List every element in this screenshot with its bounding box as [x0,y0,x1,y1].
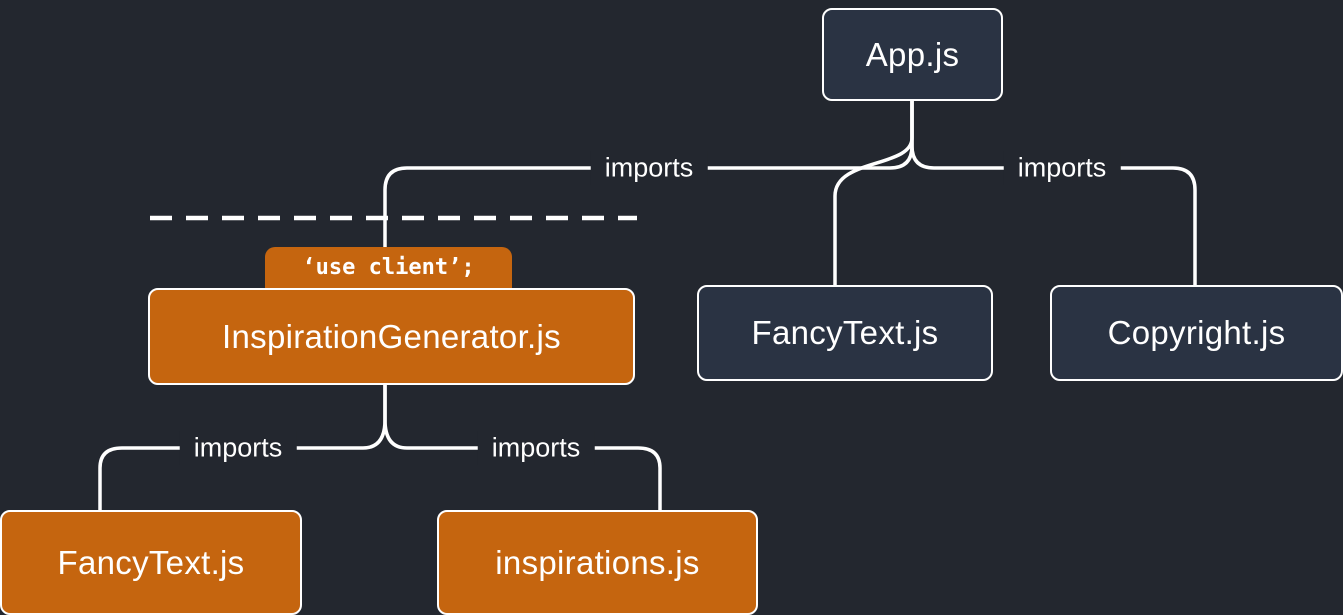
node-inspirationgenerator-js: InspirationGenerator.js [148,288,635,385]
node-fancytext-js-server: FancyText.js [697,285,993,381]
node-label: inspirations.js [495,543,700,581]
edge-label-imports: imports [1003,150,1121,186]
edge-label-imports: imports [477,430,595,466]
node-label: FancyText.js [751,314,939,351]
node-label: Copyright.js [1107,314,1286,351]
edge-label-imports: imports [590,150,708,186]
edge-label-imports: imports [179,430,297,466]
node-app-js: App.js [822,8,1003,101]
node-inspirations-js: inspirations.js [437,510,758,615]
node-label: App.js [865,35,960,73]
edge-app-to-copyright [910,100,1197,288]
node-fancytext-js-client: FancyText.js [0,510,302,615]
node-copyright-js: Copyright.js [1050,285,1343,381]
node-label: InspirationGenerator.js [222,317,561,355]
edge-app-to-fancytext [833,100,914,288]
node-label: FancyText.js [57,543,245,581]
